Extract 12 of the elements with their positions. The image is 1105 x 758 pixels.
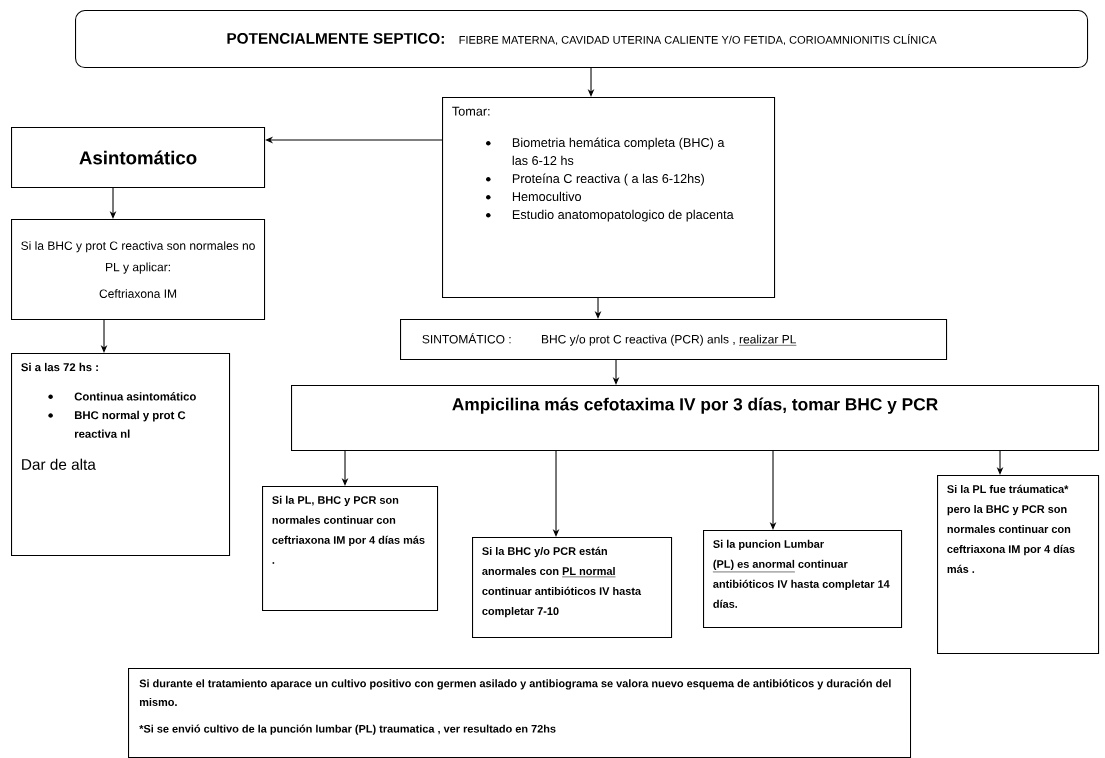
process-box: Si la BHC y/o PCR están anormales con PL normal continuar antibióticos IV hasta completar 7-10	[472, 537, 673, 639]
process-box: Si la puncion Lumbar (PL) es anormal continuar antibióticos IV hasta completar 14 días.	[703, 530, 903, 629]
process-box: Ampicilina más cefotaxima IV por 3 días, tomar BHC y PCR	[291, 385, 1100, 452]
process-box: Si a las 72 hs : Continua asintomático BHC normal y prot C reactiva nl Dar de alta	[11, 353, 231, 557]
process-box: Si durante el tratamiento aparace un cultivo positivo con germen asilado y antibiograma se valora nuevo esquema de antibióticos y duración del mismo. *Si se envió cultivo de la punción lumbar (PL) traumatica , ver resultado en 72hs	[128, 668, 912, 758]
process-box: SINTOMÁTICO : BHC y/o prot C reactiva (PCR) anls , realizar PL	[400, 319, 948, 361]
process-box: Si la PL fue tráumatica* pero la BHC y PCR son normales continuar con ceftriaxona IM por 4 días más .	[937, 475, 1100, 655]
process-box: Tomar: Biometria hemática completa (BHC) a las 6-12 hs Proteína C reactiva ( a las 6-12hs) Hemocultivo Estudio anatomopatologico de placenta	[442, 97, 776, 299]
process-box: Si la PL, BHC y PCR son normales continuar con ceftriaxona IM por 4 días más .	[262, 486, 439, 612]
process-box: Asintomático	[11, 127, 266, 189]
process-box: POTENCIALMENTE SEPTICO: FIEBRE MATERNA, CAVIDAD UTERINA CALIENTE Y/O FETIDA, CORIOAMNIONITIS CLÍNICA	[75, 10, 1089, 69]
process-box: Si la BHC y prot C reactiva son normales no PL y aplicar: Ceftriaxona IM	[11, 219, 266, 321]
